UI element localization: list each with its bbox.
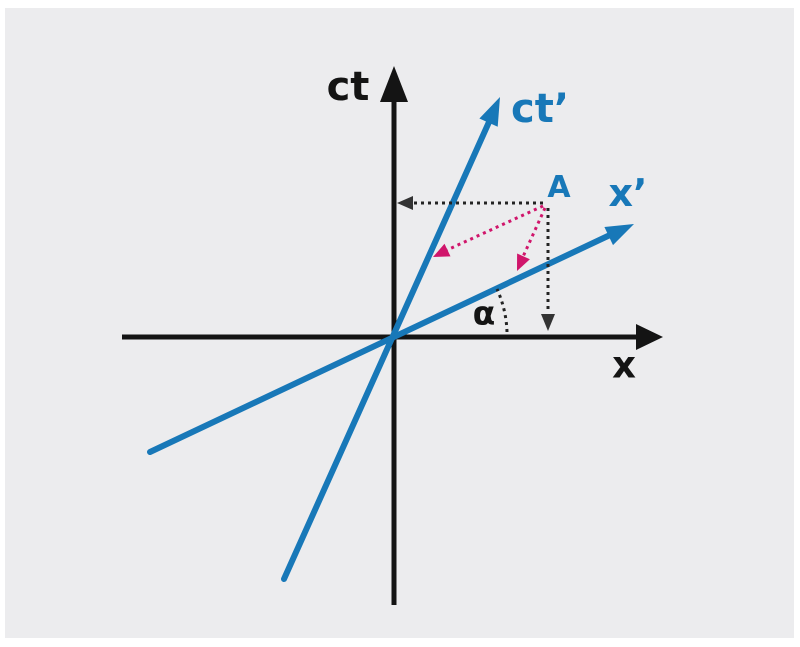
angle-label: α: [472, 293, 496, 333]
ct-axis: [380, 66, 408, 605]
x-prime-axis: [147, 224, 634, 455]
ct-prime-axis: [281, 97, 500, 582]
ct-axis-arrowhead: [380, 66, 408, 102]
ct-axis-label: ct: [326, 64, 370, 110]
x-axis: [122, 324, 663, 350]
projection-A-to-x-prime-axis: [517, 207, 547, 271]
pink-left-arrowhead: [433, 243, 451, 257]
angle-arc: [495, 288, 509, 333]
ct-prime-arrowhead: [479, 97, 500, 127]
ct-prime-axis-label: ct’: [510, 86, 570, 132]
x-prime-axis-label: x’: [608, 171, 648, 215]
event-point-label: A: [547, 170, 571, 205]
x-prime-arrowhead: [604, 224, 634, 246]
projection-A-to-ct-prime-axis: [433, 204, 544, 257]
x-axis-label: x: [612, 343, 636, 387]
pink-down-arrowhead: [517, 253, 530, 271]
projection-A-to-ct-axis: [397, 196, 543, 210]
left-arrowhead: [397, 196, 413, 210]
down-arrowhead: [541, 314, 555, 331]
x-axis-arrowhead: [636, 324, 663, 350]
projection-A-to-x-axis: [541, 208, 555, 331]
